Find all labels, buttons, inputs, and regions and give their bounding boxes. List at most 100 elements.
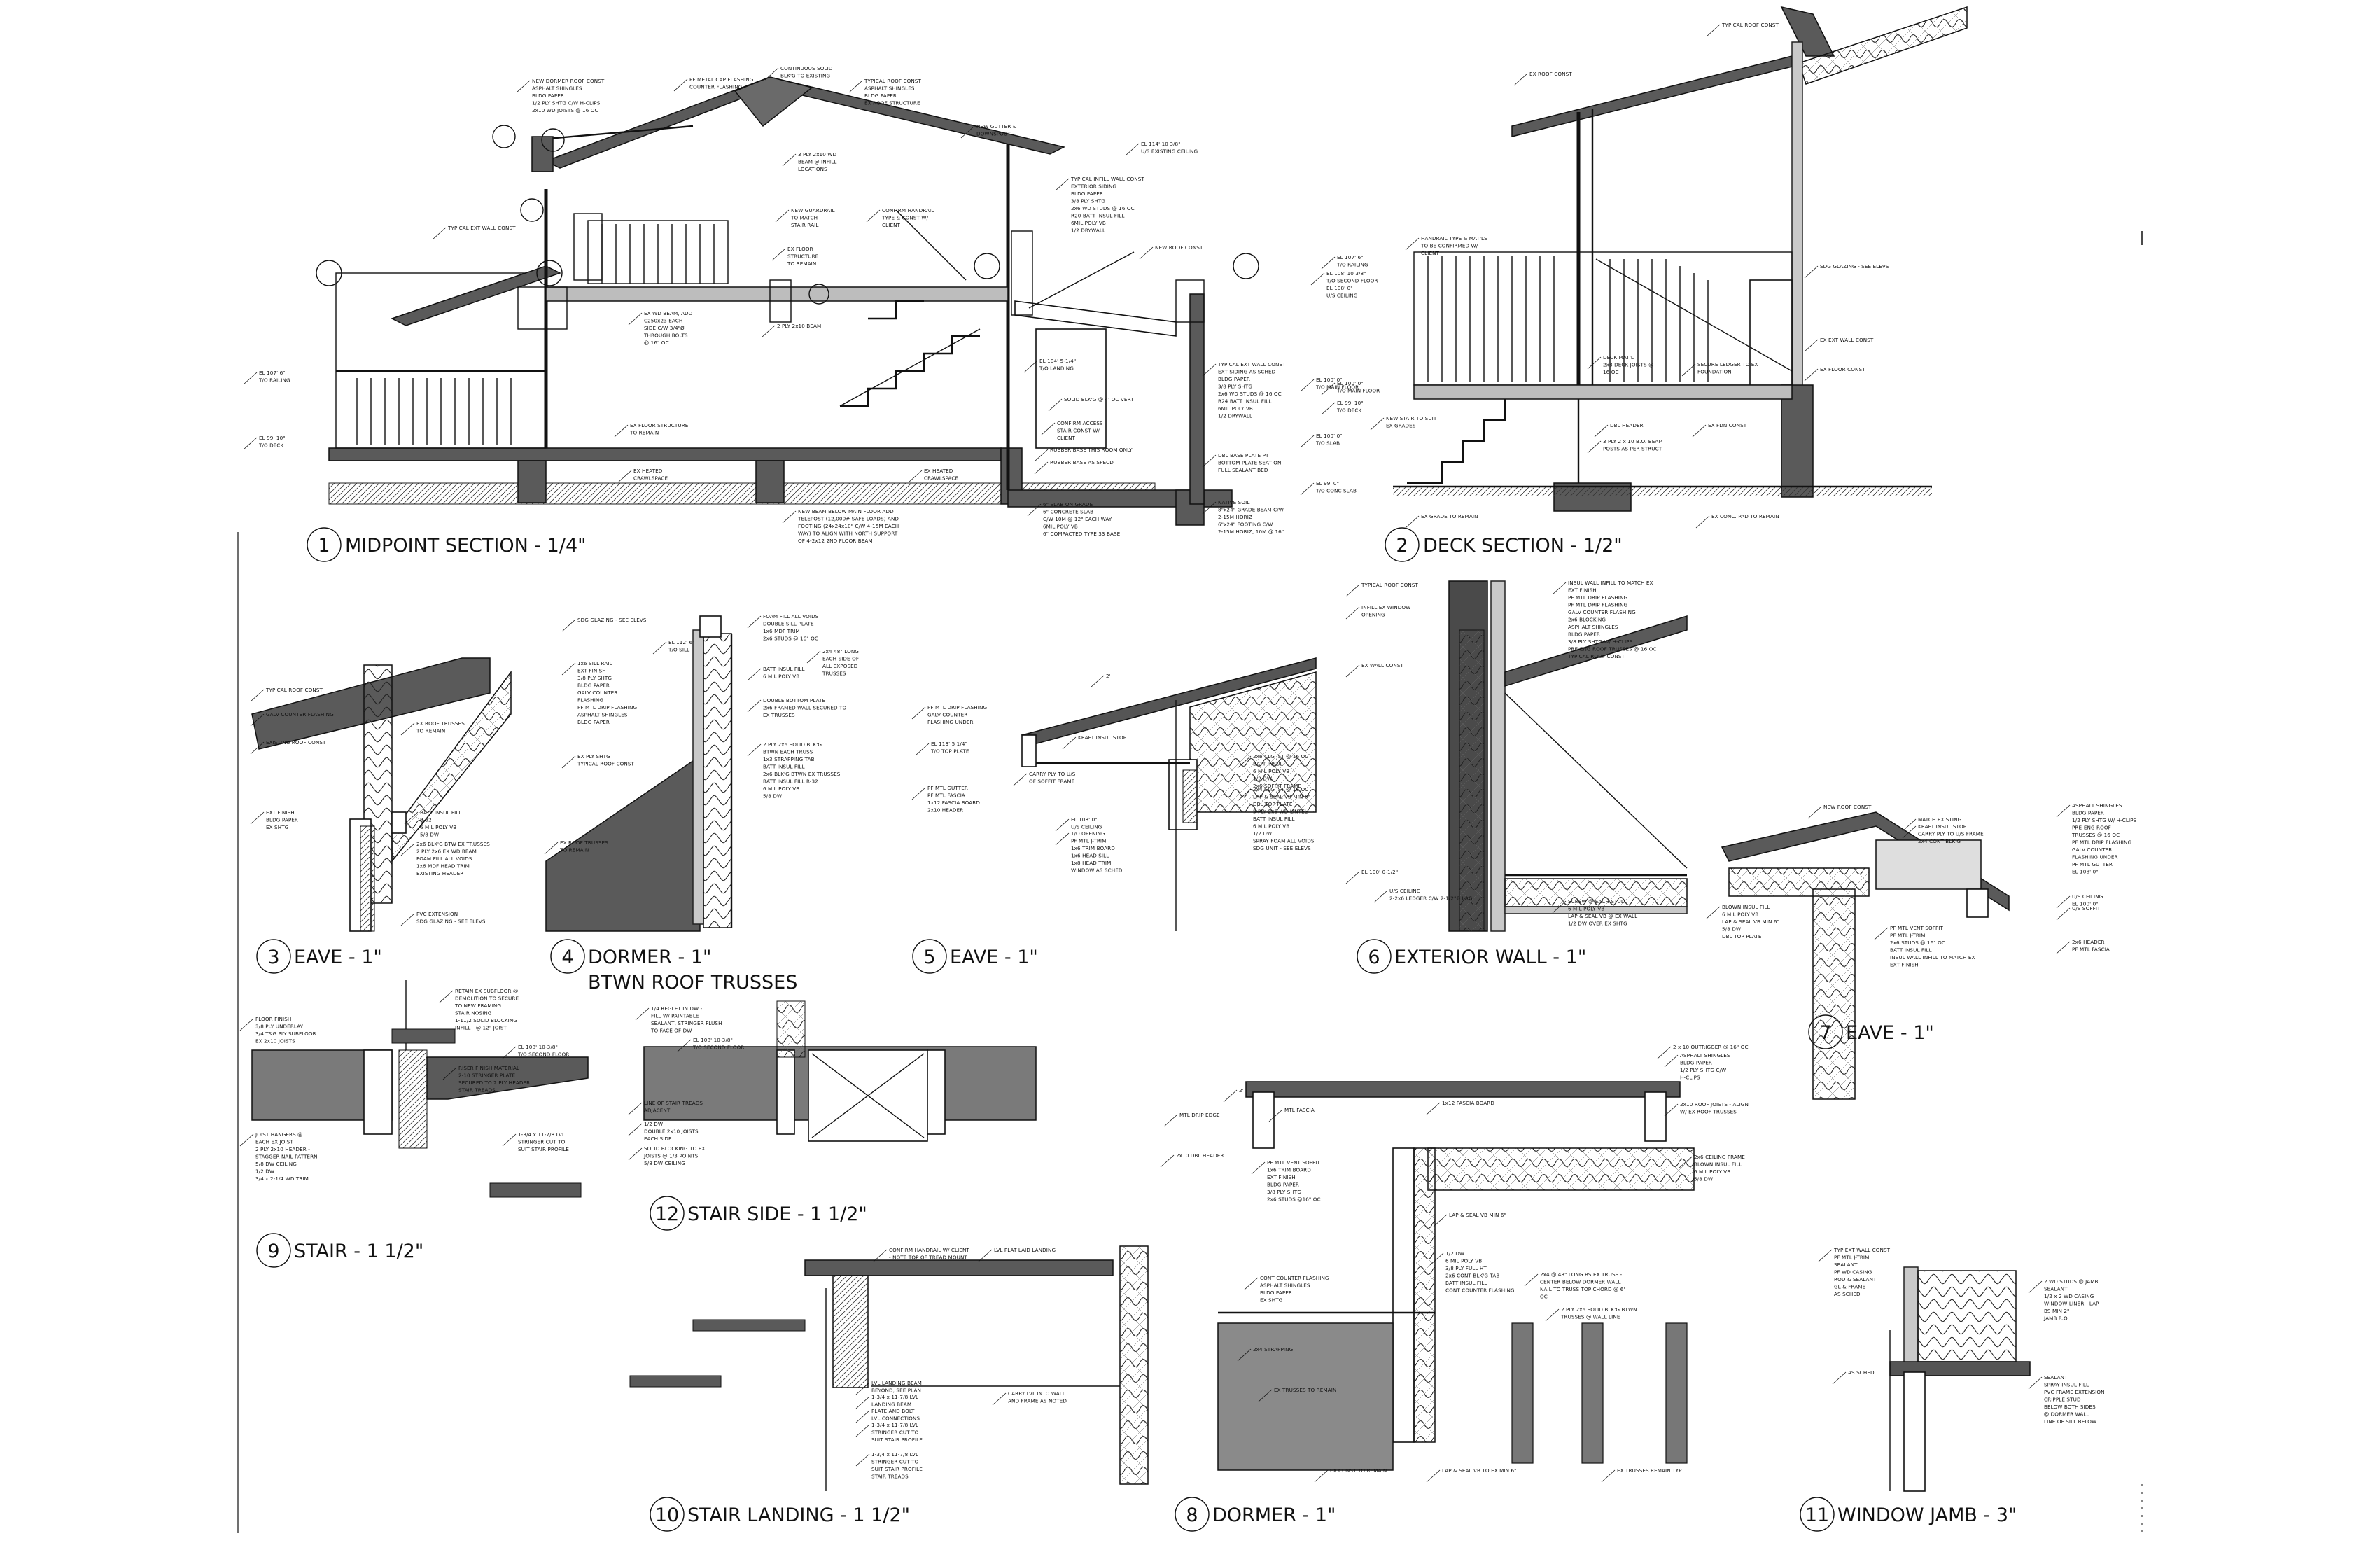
note-label: T/O SECOND FLOOR [517, 1052, 570, 1058]
note-group-d3: EXISTING ROOF CONST [250, 739, 326, 755]
leader-line [1237, 788, 1252, 802]
note-label: T/O DECK [1336, 407, 1362, 414]
note-label: STAIR TREADS [458, 1087, 496, 1094]
note-label: 5/8 DW CEILING [644, 1160, 685, 1166]
note-group-d8: LAP & SEAL VB MIN 6" [1433, 1212, 1506, 1227]
detail-number: 11 [1805, 1504, 1829, 1526]
note-label: 2x6 CONT BLK'G TAB [1446, 1273, 1499, 1279]
detail-number: 5 [923, 947, 935, 968]
note-label: U/S CEILING [1326, 293, 1357, 299]
note-label: OF 4-2x12 2ND FLOOR BEAM [798, 538, 873, 544]
detail-number-bubble [650, 1497, 685, 1532]
note-group-d8: 2' [1223, 1087, 1244, 1103]
leader-line [1345, 871, 1360, 884]
note-label: 2x6 STUDS @ 16" OC [763, 636, 818, 642]
note-label: TYPE & CONST W/ [881, 215, 929, 221]
note-label: EL 108' 0" [2072, 869, 2099, 875]
note-label: U/S CEILING [2072, 893, 2103, 900]
note-label: H-CLIPS [1680, 1075, 1700, 1081]
note-group-d2: EL 100' 0"T/O MAIN FLOOR [1321, 380, 1380, 396]
note-group-d1: EL 100' 0"T/O MAIN FLOOR [1300, 377, 1359, 392]
leader-line [855, 1382, 870, 1395]
detail-number: 8 [1186, 1504, 1198, 1526]
leader-line [1370, 417, 1385, 431]
note-group-d4: EL 112' 6"T/O SILL [652, 639, 695, 655]
leader-line [1163, 1114, 1178, 1127]
note-label: 1x6 TRIM BOARD [1071, 845, 1115, 851]
note-label: 3 PLY 2x10 WD [798, 151, 836, 158]
note-label: SCREW @ EACH STUD [1568, 898, 1625, 905]
note-label: TYPICAL ROOF CONST [1361, 582, 1419, 588]
note-label: EL 112' 6" [668, 639, 695, 645]
note-label: EX SHTG [1260, 1297, 1282, 1304]
detail-number: 2 [1396, 535, 1408, 557]
note-group-d1: RUBBER BASE THIS ROOM ONLY [1034, 447, 1133, 462]
note-label: PF MTL VENT SOFFIT [1267, 1159, 1320, 1166]
note-label: TO NEW FRAMING [454, 1003, 501, 1009]
detail-number-bubble [912, 939, 947, 974]
detail-number: 12 [655, 1203, 679, 1225]
note-label: BATT INSUL FILL [420, 809, 462, 816]
leader-line [1902, 825, 1917, 839]
note-label: BLDG PAPER [532, 92, 564, 99]
leader-line [250, 811, 265, 825]
leader-line [502, 1133, 517, 1147]
leader-line [2056, 907, 2071, 921]
note-label: STRINGER CUT TO [872, 1459, 919, 1465]
note-label: EL 114' 10 3/8" [1141, 141, 1181, 147]
note-label: BLDG PAPER [1218, 376, 1250, 382]
detail-5-eave [1021, 657, 1317, 931]
note-label: TO REMAIN [559, 847, 589, 853]
note-label: EX CONST TO REMAIN [1330, 1467, 1387, 1474]
note-label: LAP & SEAL VB @ EX WALL [1568, 913, 1637, 919]
note-label: ASPHALT SHINGLES [532, 85, 582, 92]
leader-line [250, 689, 265, 702]
leader-line [1587, 440, 1602, 454]
leader-line [1023, 360, 1038, 373]
leader-line [1552, 900, 1567, 914]
note-label: MTL FASCIA [1284, 1107, 1315, 1113]
detail-number-bubble [307, 527, 342, 562]
note-label: 3/8 PLY FULL HT [1446, 1265, 1487, 1271]
title-10: 10 STAIR LANDING - 1 1/2" [650, 1497, 910, 1532]
note-label: DOUBLE BOTTOM PLATE [763, 697, 826, 704]
note-label: TO BE CONFIRMED W/ [1420, 243, 1478, 249]
note-label: BLDG PAPER [578, 719, 610, 725]
note-label: 1-3/4 x 11-7/8 LVL [872, 1394, 918, 1400]
note-label: 3 PLY 2 x 10 B.O. BEAM [1603, 438, 1663, 445]
leader-line [250, 741, 265, 755]
note-label: STAIR RAIL [791, 222, 818, 228]
leader-line [1818, 1249, 1833, 1262]
note-label: EX 2x10 JOISTS [255, 1038, 295, 1045]
note-label: JAMB R.O. [2043, 1315, 2069, 1322]
note-label: 1/2 PLY SHTG W/ H-CLIPS [2072, 817, 2137, 823]
note-label: R24 BATT INSUL FILL [1218, 398, 1271, 405]
note-label: 1x6 HEAD SILL [1071, 853, 1109, 859]
note-label: POSTS AS PER STRUCT [1603, 446, 1662, 452]
note-label: 2x10 DBL HEADER [1176, 1152, 1224, 1159]
note-label: 2-15M HORIZ [1218, 514, 1252, 520]
note-label: 2x4 STRAPPING [1253, 1346, 1293, 1353]
note-label: PF METAL CAP FLASHING [690, 76, 753, 83]
detail-2-deck-section [1393, 6, 1968, 512]
leader-line [1804, 368, 1819, 382]
note-label: R-32 [420, 817, 432, 823]
leader-line [1055, 818, 1070, 832]
leader-line [2056, 804, 2071, 818]
note-label: T/O DECK [258, 442, 284, 449]
note-label: TELEPOST (12,000# SAFE LOADS) AND [797, 516, 899, 522]
title-8: 8 DORMER - 1" [1175, 1497, 1336, 1532]
note-label: JOISTS @ 1/3 POINTS [643, 1153, 699, 1159]
note-label: 6MIL POLY VB [1218, 405, 1253, 412]
leader-line [1429, 1252, 1444, 1266]
